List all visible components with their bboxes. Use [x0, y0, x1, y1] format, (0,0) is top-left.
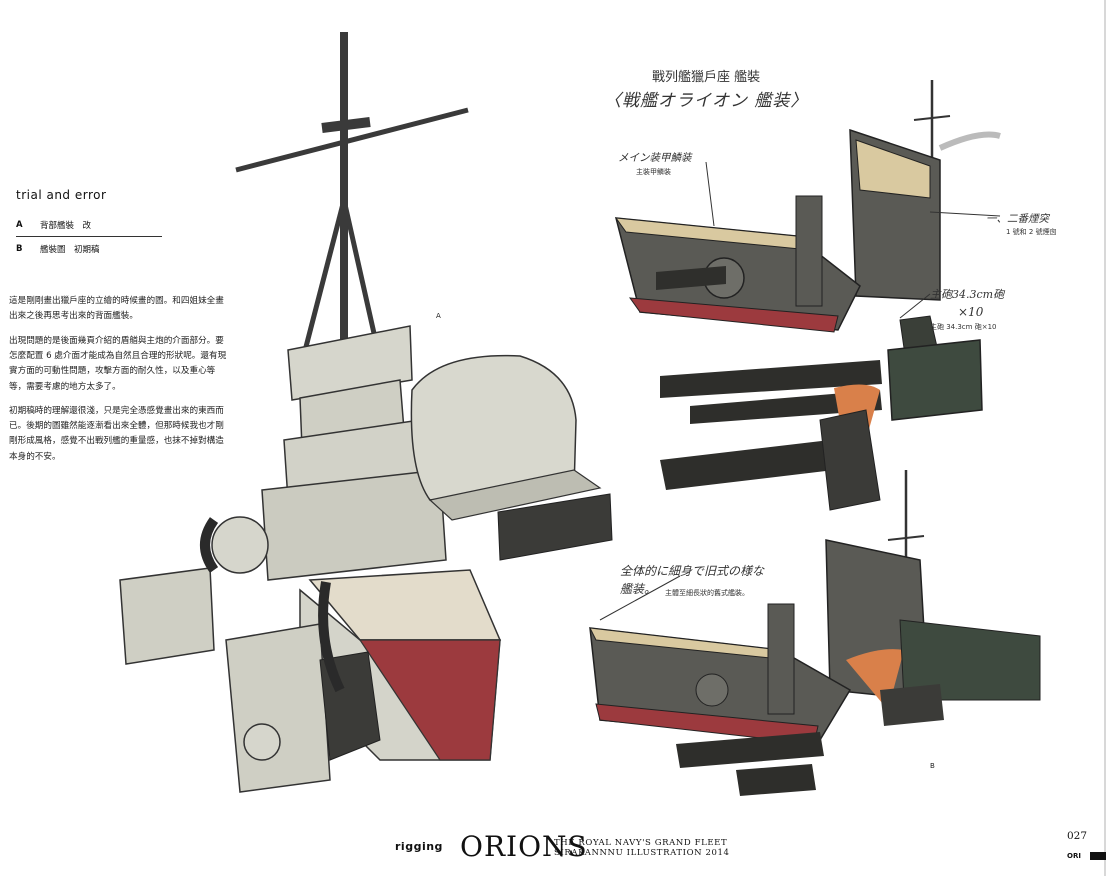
annotation-gun-handwritten: 主砲34.3cm砲: [930, 288, 1005, 301]
page-code: ORI: [1067, 852, 1081, 860]
list-item-key: A: [16, 220, 23, 230]
figure-index-list: A 背部艦裝 改 B 艦裝圖 初期稿: [16, 216, 162, 258]
leader-lines: [599, 161, 1001, 621]
list-item: A 背部艦裝 改: [16, 216, 162, 234]
annotation-gun-note: 主砲 34.3cm 砲×10: [930, 323, 997, 331]
annotation-armor-handwritten: メイン装甲鱗装: [618, 152, 692, 164]
annotation-gun-count-handwritten: ×10: [958, 305, 984, 319]
footer-subtitle: THE ROYAL NAVY'S GRAND FLEET: [554, 838, 728, 848]
page-number: 027: [1067, 830, 1088, 842]
annotation-heading-handwritten: 〈戦艦オライオン 艦装〉: [604, 91, 809, 111]
annotation-funnel-handwritten: 一、二番煙突: [986, 213, 1049, 225]
body-paragraph: 初期稿時的理解還很淺，只是完全憑感覺畫出來的東西而已。後期的圖雖然能逐漸看出來全…: [9, 406, 224, 462]
body-paragraph: 這是剛剛畫出獵戶座的立繪的時候畫的圖。和四姐妹全畫出來之後再思考出來的背面艦裝。: [9, 296, 224, 322]
figure-label-a: A: [436, 312, 441, 320]
annotation-funnel-note: 1 號和 2 號煙囪: [1006, 228, 1057, 236]
page-edge-rule: [1104, 0, 1106, 876]
footer-subtitle-2: SIRAKANNNU ILLUSTRATION 2014: [554, 848, 730, 858]
annotation-classic-note: 主體至細長狀的舊式艦裝。: [665, 589, 749, 597]
annotation-classic-handwritten: 全体的に細身で旧式の様な: [620, 564, 765, 578]
list-item-text: 背部艦裝 改: [40, 221, 92, 231]
page-tab-marker: [1090, 852, 1106, 860]
turret-drawing: [660, 315, 983, 511]
list-item-text: 艦裝圖 初期稿: [40, 245, 100, 255]
annotation-heading: 戰列艦獵戶座 艦裝: [652, 70, 761, 85]
ship-lower-drawing: [589, 470, 1041, 796]
rigging-a-drawing: [119, 32, 613, 793]
annotation-classic-handwritten-2: 艦装。: [620, 582, 657, 596]
list-item: B 艦裝圖 初期稿: [16, 240, 162, 258]
body-paragraph: 出現問題的是後面幾頁介紹的盾艏與主炮的介面部分。要怎麼配置 6 處介面才能成為自…: [9, 336, 227, 392]
footer-section-name: rigging: [395, 840, 443, 853]
list-divider: [16, 236, 162, 237]
section-title: trial and error: [16, 188, 107, 202]
figure-label-b: B: [930, 762, 935, 770]
footer-logo: ORIONS: [460, 830, 588, 863]
list-item-key: B: [16, 244, 23, 254]
annotation-armor-note: 主裝甲鱗裝: [636, 168, 671, 176]
ship-upper-drawing: [614, 80, 1001, 333]
